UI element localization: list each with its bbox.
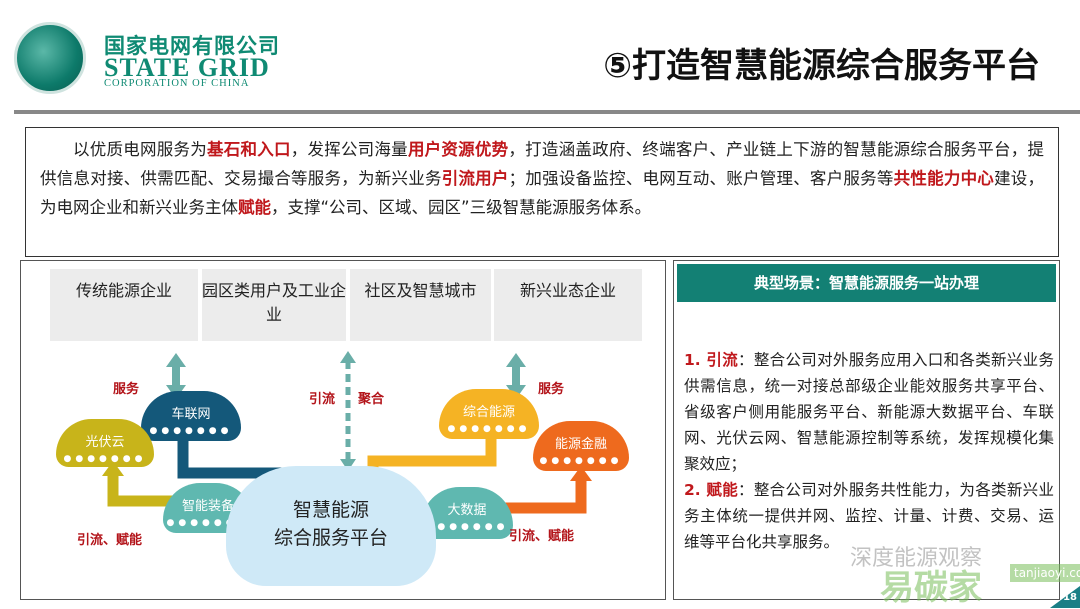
category-community-city: 社区及智慧城市 xyxy=(350,269,491,341)
diagram-panel: 传统能源企业 园区类用户及工业企业 社区及智慧城市 新兴业态企业 车联网●●●●… xyxy=(20,260,666,600)
intro-text: ；加强设备监控、电网互动、账户管理、客户服务等 xyxy=(508,169,894,188)
arrow-service-left xyxy=(166,353,186,399)
label-service-right: 服务 xyxy=(538,382,565,397)
brand-name-en: STATE GRID xyxy=(104,53,270,82)
scenario-panel: 典型场景：智慧能源服务一站办理 1. 引流：整合公司对外服务应用入口和各类新兴业… xyxy=(673,260,1060,600)
arrow-service-right xyxy=(506,353,526,399)
label-left-empower: 引流、赋能 xyxy=(77,533,143,548)
intro-text: 建设，为电网企业和新兴业务主体 xyxy=(40,169,1045,217)
header-divider xyxy=(14,110,1080,114)
watermark-wechat: 深度能源观察 xyxy=(850,546,983,571)
label-yinliu: 引流 xyxy=(309,392,336,407)
cloud-pv: 光伏云●●●●●●● xyxy=(56,419,154,467)
center-platform-cloud: 智慧能源综合服务平台 xyxy=(226,466,436,586)
brand-name-cn: 国家电网有限公司 xyxy=(104,34,280,58)
intro-paragraph: 以优质电网服务为基石和入口，发挥公司海量用户资源优势，打造涵盖政府、终端客户、产… xyxy=(25,127,1059,257)
highlight-text: 基石和入口 xyxy=(206,140,291,159)
category-traditional-energy: 传统能源企业 xyxy=(50,269,198,341)
cloud-energy-finance: 能源金融●●●●●●● xyxy=(533,421,629,471)
category-park-users: 园区类用户及工业企业 xyxy=(202,269,346,341)
highlight-text: 引流用户 xyxy=(441,169,509,188)
cloud-integrated-energy: 综合能源●●●●●●● xyxy=(439,389,539,439)
label-juhe: 聚合 xyxy=(358,392,385,407)
scenario-body: 1. 引流：整合公司对外服务应用入口和各类新兴业务供需信息，统一对接总部级企业能… xyxy=(684,351,1054,551)
brand-subtitle: CORPORATION OF CHINA xyxy=(104,78,250,89)
intro-text: ，打造涵盖政府、终端客户、产业链上下游的智慧能源综合服务平台，提供信息对接、供需… xyxy=(40,140,1045,188)
highlight-text: 用户资源优势 xyxy=(407,140,509,159)
intro-text: ，支撑“公司、区域、园区”三级智慧能源服务体系。 xyxy=(271,198,652,217)
intro-text: ，发挥公司海量 xyxy=(290,140,408,159)
highlight-text: 共性能力中心 xyxy=(893,169,995,188)
cloud-big-data: 大数据●●●●●●● xyxy=(421,487,513,539)
label-right-empower: 引流、赋能 xyxy=(509,529,575,544)
scenario-header: 典型场景：智慧能源服务一站办理 xyxy=(677,264,1056,302)
watermark-tanjiaoyi: 易碳家 xyxy=(880,568,982,608)
intro-text: 以优质电网服务为 xyxy=(73,140,207,159)
page-title: ⑤打造智慧能源综合服务平台 xyxy=(603,46,1040,86)
cloud-vehicle-network: 车联网●●●●●●● xyxy=(141,391,241,441)
category-new-business: 新兴业态企业 xyxy=(494,269,642,341)
state-grid-logo xyxy=(14,22,86,94)
watermark-site: tanjiaoyi.com xyxy=(1010,564,1080,582)
highlight-text: 赋能 xyxy=(238,198,271,217)
label-service-left: 服务 xyxy=(113,382,140,397)
